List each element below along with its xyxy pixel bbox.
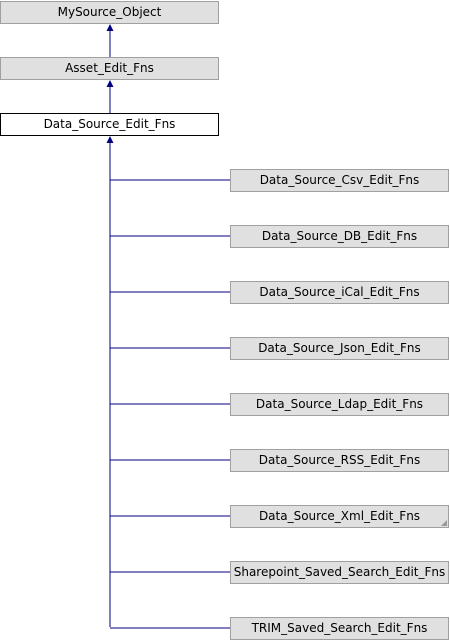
node-asset-edit-fns[interactable]: Asset_Edit_Fns [0,57,219,80]
node-child-json[interactable]: Data_Source_Json_Edit_Fns [230,337,449,360]
node-child-ical[interactable]: Data_Source_iCal_Edit_Fns [230,281,449,304]
arrowhead-mysource [106,24,114,31]
node-child-xml[interactable]: Data_Source_Xml_Edit_Fns [230,505,449,528]
node-label: TRIM_Saved_Search_Edit_Fns [251,621,428,635]
edge-branches [110,179,230,629]
node-label: Data_Source_Edit_Fns [43,117,176,131]
node-label: Data_Source_Json_Edit_Fns [258,341,421,355]
node-label: Data_Source_iCal_Edit_Fns [259,285,420,299]
node-label: Data_Source_DB_Edit_Fns [261,229,418,243]
more-children-corner-icon [441,520,447,526]
node-child-trim[interactable]: TRIM_Saved_Search_Edit_Fns [230,617,449,640]
node-child-csv[interactable]: Data_Source_Csv_Edit_Fns [230,169,449,192]
node-data-source-edit-fns[interactable]: Data_Source_Edit_Fns [0,113,219,136]
node-label: Data_Source_Ldap_Edit_Fns [255,397,424,411]
node-label: Data_Source_RSS_Edit_Fns [258,453,421,467]
node-child-rss[interactable]: Data_Source_RSS_Edit_Fns [230,449,449,472]
node-child-sharepoint[interactable]: Sharepoint_Saved_Search_Edit_Fns [230,561,449,584]
node-label: Asset_Edit_Fns [65,61,154,75]
node-label: Sharepoint_Saved_Search_Edit_Fns [233,565,446,579]
node-mysource-object[interactable]: MySource_Object [0,1,219,24]
node-child-ldap[interactable]: Data_Source_Ldap_Edit_Fns [230,393,449,416]
node-label: MySource_Object [57,5,162,19]
node-label: Data_Source_Csv_Edit_Fns [259,173,420,187]
node-child-db[interactable]: Data_Source_DB_Edit_Fns [230,225,449,248]
arrowhead-datasource [106,136,114,143]
node-label: Data_Source_Xml_Edit_Fns [258,509,421,523]
arrowhead-asset [106,80,114,87]
